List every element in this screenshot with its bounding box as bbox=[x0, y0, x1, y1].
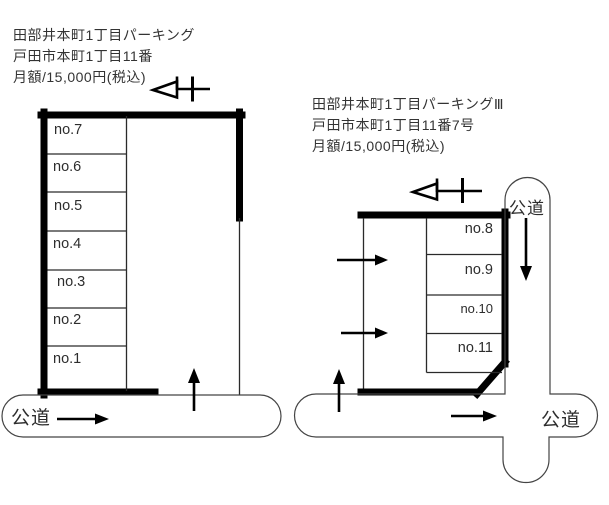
lot2-title-block: 田部井本町1丁目パーキングⅢ 戸田市本町1丁目11番7号 月額/15,000円(… bbox=[312, 94, 504, 157]
left-road-outline bbox=[1, 394, 282, 438]
lot2-title-address: 戸田市本町1丁目11番7号 bbox=[312, 117, 475, 133]
stall-no9: no.9 bbox=[464, 262, 493, 278]
stall-no5: no.5 bbox=[54, 198, 83, 214]
right-lot-flow-arrow-lower bbox=[341, 327, 388, 339]
lot2-title-price: 月額/15,000円(税込) bbox=[312, 138, 446, 154]
left-entrance-up-arrow bbox=[188, 368, 200, 411]
stall-no11: no.11 bbox=[457, 340, 493, 356]
one-way-icon-left bbox=[148, 76, 210, 102]
right-entrance-up-arrow bbox=[333, 369, 345, 412]
lot1-title-name: 田部井本町1丁目パーキング bbox=[13, 27, 195, 43]
left-lot-outline bbox=[37, 108, 246, 399]
stall-no4: no.4 bbox=[53, 236, 82, 252]
right-lot-stall-dividers bbox=[426, 253, 502, 335]
right-road-outline bbox=[293, 176, 599, 484]
stall-no2: no.2 bbox=[53, 312, 82, 328]
right-road-direction-arrow bbox=[451, 410, 497, 422]
left-road-direction-arrow bbox=[57, 413, 109, 425]
stall-no7: no.7 bbox=[54, 122, 83, 138]
stall-no3: no.3 bbox=[57, 274, 86, 290]
right-road-label-bottom: 公道 bbox=[541, 410, 582, 431]
stall-no8: no.8 bbox=[464, 221, 493, 237]
right-lot-flow-arrow-upper bbox=[337, 254, 388, 266]
vertical-road-down-arrow bbox=[520, 218, 532, 281]
stall-no10: no.10 bbox=[460, 301, 493, 316]
left-lot-stall-dividers bbox=[47, 153, 127, 347]
lot1-title-block: 田部井本町1丁目パーキング 戸田市本町1丁目11番 月額/15,000円(税込) bbox=[13, 25, 195, 88]
stall-no1: no.1 bbox=[53, 351, 82, 367]
stall-no6: no.6 bbox=[53, 159, 82, 175]
lot1-title-price: 月額/15,000円(税込) bbox=[13, 69, 147, 85]
one-way-icon-right bbox=[408, 178, 482, 203]
left-road-label: 公道 bbox=[11, 408, 52, 429]
lot1-title-address: 戸田市本町1丁目11番 bbox=[13, 48, 153, 64]
right-road-label-top: 公道 bbox=[509, 199, 545, 218]
lot2-title-name: 田部井本町1丁目パーキングⅢ bbox=[312, 96, 505, 112]
